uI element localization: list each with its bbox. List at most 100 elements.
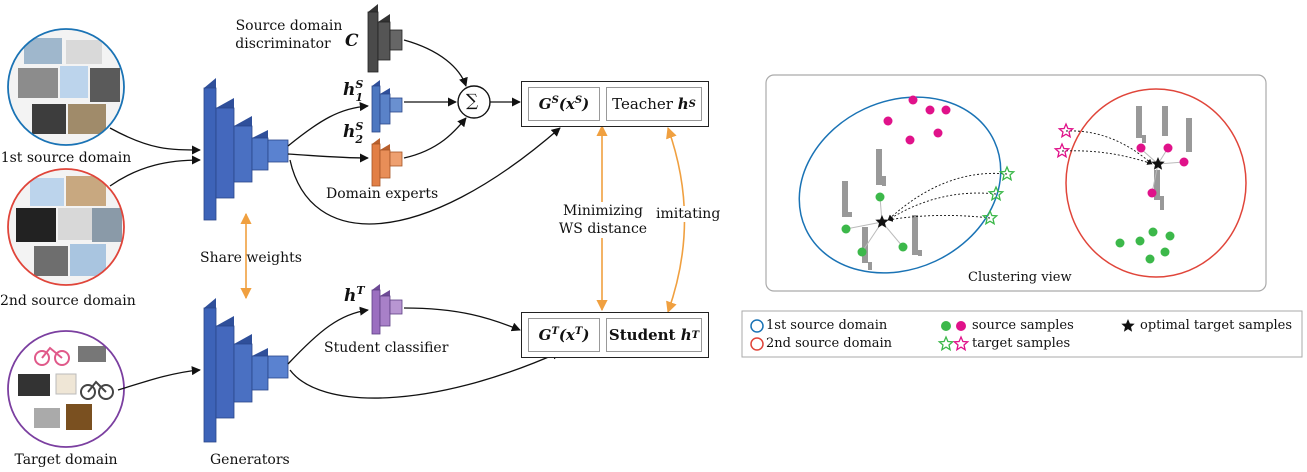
source-domain-2-image-collage [7,168,125,286]
green-sample-dot [1135,236,1145,246]
label-student-classifier: Student classifier [324,340,449,356]
cluster1-target-link [887,192,997,221]
cluster2-bar [1160,196,1164,210]
arrow-src1-to-generator [109,127,201,155]
source-domain-1-circle [7,28,125,146]
cluster1-target-link [887,214,991,222]
magenta-sample-dot [933,128,943,138]
legend-src1-circle-icon [750,319,764,333]
green-sample-dot [857,247,867,257]
label-hT: hT [344,284,365,306]
student-classifier-block [371,284,403,335]
domain-expert-1-block [371,80,403,133]
cell-GS-xS: GS(xS) [528,87,600,121]
label-discriminator-symbol: C [345,31,359,51]
cluster1-target-link [887,172,1008,221]
cluster2-bar [1136,106,1142,138]
label-discriminator-line2: discriminator [235,36,331,52]
cluster2-link [1151,163,1159,194]
magenta-sample-dot [908,95,918,105]
cluster1-bar [842,181,848,217]
cluster-dots [841,95,1189,264]
legend-label-source-samples: source samples [972,318,1074,333]
generator-bottom [203,298,289,443]
magenta-sample-dot [1136,143,1146,153]
label-target-domain: Target domain [14,452,118,468]
arrow-target-to-generator [117,366,201,391]
green-target-star [998,165,1016,182]
green-target-star [987,185,1005,202]
magenta-sample-dot [1179,157,1189,167]
bicycle-icon [34,346,70,366]
cluster2-target-link [1065,130,1153,165]
cluster1-bar [848,212,852,217]
cluster1-bar [912,215,918,255]
magenta-sample-dot [883,116,893,126]
legend-panel [741,310,1303,358]
label-h2: hS2 [343,120,364,146]
label-share-weights: Share weights [200,250,302,266]
label-src1-domain: 1st source domain [0,150,132,166]
legend-label-src1: 1st source domain [766,318,888,333]
legend-label-optimal: optimal target samples [1140,318,1293,333]
bicycle-icon-2 [80,380,114,400]
legend-src2-circle-icon [750,337,764,351]
legend-magenta-dot-icon [956,321,966,331]
cluster1-bar [868,262,872,270]
green-sample-dot [875,192,885,202]
optimal-target-star [1151,157,1165,170]
cluster2-bar [1154,170,1160,200]
source-domain-1-image-collage [7,28,125,146]
cluster-stars [875,122,1165,228]
legend-green-star-icon [937,335,955,352]
label-clustering-view: Clustering view [968,270,1072,285]
optimal-target-star [875,215,889,228]
arrow-gen-to-expert2 [287,153,369,163]
cluster1-bar [876,149,882,185]
cluster-ellipse-src2 [1065,88,1247,278]
legend-magenta-star-icon [952,335,970,352]
legend-green-dot-icon [941,321,951,331]
magenta-sample-dot [905,135,915,145]
arrow-gen-to-teacher-box [289,127,561,225]
cluster1-link [845,221,883,230]
label-generators: Generators [210,452,290,468]
label-discriminator-line1: Source domain [235,18,343,34]
arrow-disc-to-sum [403,39,468,87]
clustering-panel [765,74,1267,292]
cluster2-bars [1136,106,1192,210]
label-domain-experts: Domain experts [326,186,439,202]
target-domain-image-collage [7,330,125,448]
legend-star-icons [937,319,1135,352]
green-sample-dot [841,224,851,234]
magenta-sample-dot [925,105,935,115]
cluster-ellipse-src1 [798,96,1002,274]
cluster2-bar [1186,118,1192,152]
cluster1-bar [862,227,868,263]
target-domain-circle [7,330,125,448]
green-sample-dot [1145,254,1155,264]
legend-label-target-samples: target samples [972,336,1071,351]
magenta-sample-dot [1147,188,1157,198]
cluster2-target-link [1061,150,1153,165]
green-sample-dot [1165,231,1175,241]
green-sample-dot [898,242,908,252]
green-sample-dot [1160,247,1170,257]
domain-expert-2-block [371,138,403,187]
arrow-student-to-box [403,307,521,332]
green-target-star [981,209,999,226]
green-sample-dot [1148,227,1158,237]
arrow-gen-bottom-to-box [289,351,561,399]
legend-label-src2: 2nd source domain [766,336,893,351]
arrow-expert2-to-sum [403,117,467,159]
arrow-src2-to-generator [109,155,201,187]
legend-black-star-icon [1121,319,1135,332]
cluster1-bar [918,250,922,256]
cluster2-bar [1162,106,1168,136]
magenta-sample-dot [941,105,951,115]
label-imitating: imitating [656,206,721,222]
